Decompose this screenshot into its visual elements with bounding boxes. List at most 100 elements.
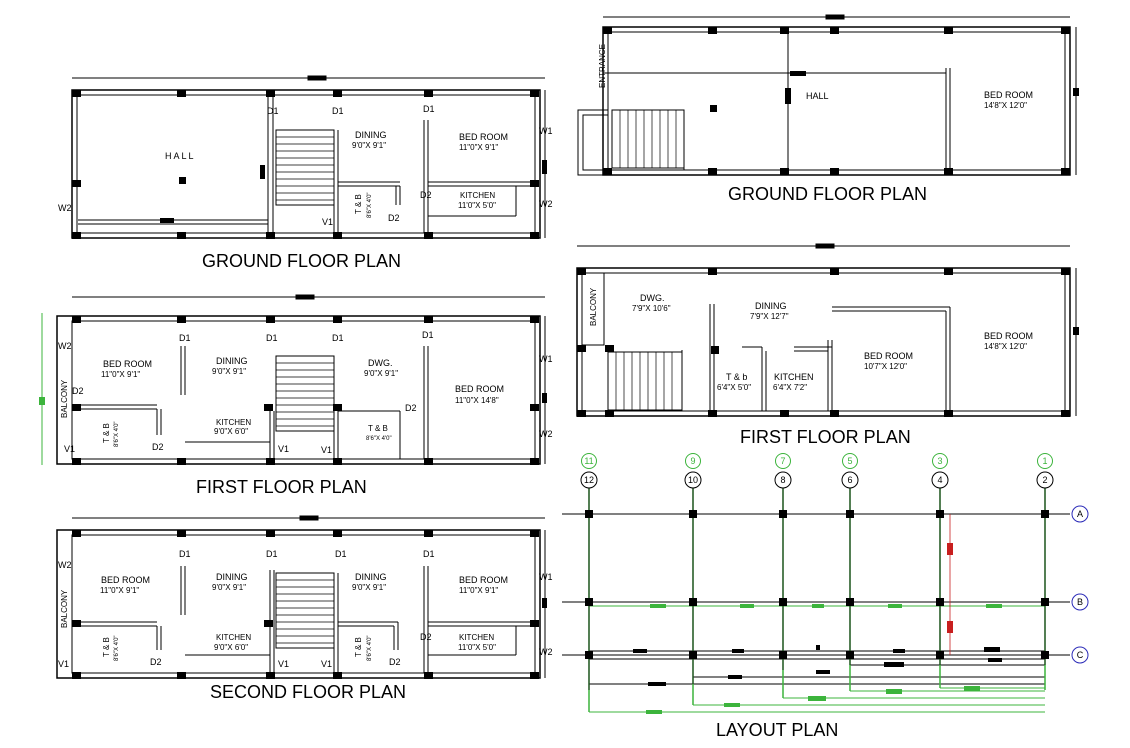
dim-bedroom: 10'7"X 12'0" — [864, 362, 907, 371]
room-bedroom: BED ROOM — [984, 90, 1033, 100]
tag-v1: V1 — [278, 444, 289, 454]
left-second-floor-plan — [56, 515, 547, 679]
title-layout: LAYOUT PLAN — [716, 720, 838, 740]
room-tb: T & B — [368, 424, 388, 433]
room-dining: DINING — [355, 130, 387, 140]
entrance-label: ENTRANCE — [598, 44, 607, 88]
tag-d1: D1 — [266, 549, 278, 559]
tag-d1: D1 — [332, 106, 344, 116]
dim-dining: 7'9"X 12'7" — [750, 312, 789, 321]
tag-d2: D2 — [420, 190, 432, 200]
grid-label-green: 7 — [780, 456, 785, 466]
tag-w2: W2 — [539, 647, 553, 657]
dim-bedroom: 11"0"X 9'1" — [101, 370, 140, 379]
dim-dining: 9'0"X 9'1" — [212, 367, 246, 376]
room-kitchen: KITCHEN — [774, 372, 814, 382]
room-tb: T & B — [102, 423, 111, 443]
tag-d2: D2 — [152, 442, 164, 452]
dim-bedroom: 11"0"X 14'8" — [455, 396, 499, 405]
room-tb: T & B — [354, 637, 363, 657]
dim-bedroom: 14'8"X 12'0" — [984, 342, 1027, 351]
room-bedroom: BED ROOM — [864, 351, 913, 361]
right-ground-labels: ENTRANCE HALL BED ROOM 14'8"X 12'0" GROU… — [598, 44, 1033, 204]
tag-v1: V1 — [58, 659, 69, 669]
dim-tb: 8'6"X 4'0" — [367, 192, 373, 218]
room-dining: DINING — [216, 356, 248, 366]
dim-kitchen: 6'4"X 7'2" — [773, 383, 807, 392]
tag-d1: D1 — [266, 333, 278, 343]
left-ground-labels: HALL D1 D1 D1 DINING 9'0"X 9'1" BED ROOM… — [58, 104, 553, 271]
tag-d2: D2 — [420, 632, 432, 642]
tag-v1: V1 — [278, 659, 289, 669]
dim-tb: 6'4"X 5'0" — [717, 383, 751, 392]
grid-label: 2 — [1042, 475, 1047, 485]
balcony-label: BALCONY — [589, 287, 598, 326]
dim-kitchen: 11'0"X 5'0" — [458, 643, 496, 652]
left-second-labels: D1 D1 D1 D1 W2 BED ROOM 11"0"X 9'1" DINI… — [58, 549, 553, 702]
tag-w1: W1 — [539, 354, 553, 364]
tag-w2: W2 — [58, 203, 72, 213]
dim-tb: 8'6"X 4'0" — [367, 635, 373, 661]
tag-v1: V1 — [64, 444, 75, 454]
grid-label-green: 11 — [584, 456, 593, 466]
grid-row-label: C — [1077, 650, 1084, 660]
grid-label: 8 — [780, 475, 785, 485]
dim-bedroom: 11"0"X 9'1" — [100, 586, 139, 595]
room-bedroom: BED ROOM — [459, 575, 508, 585]
grid-label: 10 — [688, 475, 698, 485]
room-tb: T & B — [354, 194, 363, 214]
dim-tb: 8'6"X 4'0" — [114, 421, 120, 447]
dim-dwg: 9'0"X 9'1" — [364, 369, 398, 378]
dim-bedroom: 11"0"X 9'1" — [459, 143, 498, 152]
tag-d1: D1 — [267, 106, 279, 116]
tag-d2: D2 — [72, 386, 84, 396]
grid-label: 4 — [937, 475, 942, 485]
room-kitchen: KITCHEN — [460, 191, 495, 200]
balcony-label: BALCONY — [60, 379, 69, 418]
tag-d1: D1 — [423, 104, 435, 114]
room-dining: DINING — [355, 572, 387, 582]
room-bedroom: BED ROOM — [101, 575, 150, 585]
dim-kitchen: 11'0"X 5'0" — [458, 201, 496, 210]
tag-d1: D1 — [335, 549, 347, 559]
tag-v1: V1 — [321, 659, 332, 669]
grid-label-green: 3 — [937, 456, 942, 466]
dim-kitchen: 9'0"X 6'0" — [214, 643, 248, 652]
tag-d1: D1 — [422, 330, 434, 340]
room-bedroom: BED ROOM — [984, 331, 1033, 341]
title-left-second: SECOND FLOOR PLAN — [210, 682, 406, 702]
right-ground-floor-plan — [577, 14, 1079, 176]
tag-d2: D2 — [389, 657, 401, 667]
left-first-labels: D1 D1 D1 D1 W2 BED ROOM 11"0"X 9'1" DINI… — [58, 330, 553, 497]
dim-kitchen: 9'0"X 6'0" — [214, 427, 248, 436]
tag-d2: D2 — [150, 657, 162, 667]
dim-dining: 9'0"X 9'1" — [352, 141, 386, 150]
title-right-first: FIRST FLOOR PLAN — [740, 427, 911, 447]
room-dining: DINING — [216, 572, 248, 582]
dim-tb: 8'6"X 4'0" — [366, 436, 392, 442]
tag-w1: W1 — [539, 126, 553, 136]
room-bedroom: BED ROOM — [455, 384, 504, 394]
room-hall: HALL — [165, 151, 196, 161]
tag-d2: D2 — [405, 403, 417, 413]
grid-label: 6 — [847, 475, 852, 485]
title-left-ground: GROUND FLOOR PLAN — [202, 251, 401, 271]
grid-label-green: 5 — [847, 456, 852, 466]
room-bedroom: BED ROOM — [103, 359, 152, 369]
room-hall: HALL — [806, 91, 829, 101]
dim-dining: 9'0"X 9'1" — [212, 583, 246, 592]
room-kitchen: KITCHEN — [459, 633, 494, 642]
tag-w2: W2 — [58, 560, 72, 570]
tag-w2: W2 — [539, 199, 553, 209]
right-first-floor-plan — [576, 243, 1079, 417]
dim-dwg: 7'9"X 10'6" — [632, 304, 671, 313]
room-kitchen: KITCHEN — [216, 633, 251, 642]
tag-v1: V1 — [321, 445, 332, 455]
tag-d2: D2 — [388, 213, 400, 223]
room-dwg: DWG. — [640, 293, 665, 303]
tag-w2: W2 — [539, 429, 553, 439]
grid-row-label: A — [1077, 509, 1083, 519]
dim-dining: 9'0"X 9'1" — [352, 583, 386, 592]
room-bedroom: BED ROOM — [459, 132, 508, 142]
